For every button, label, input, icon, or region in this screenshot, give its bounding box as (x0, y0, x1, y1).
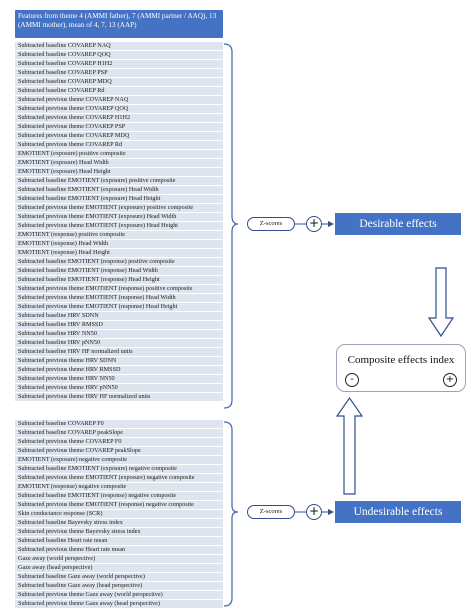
desirable-feature-item: Subtracted baseline HRV SDNN (15, 312, 223, 321)
undesirable-feature-item: Subtracted previous theme COVAREP peakSl… (15, 447, 223, 456)
undesirable-feature-item: Skin conductance response (SCR) (15, 510, 223, 519)
undesirable-effects-box: Undesirable effects (335, 501, 461, 523)
desirable-feature-item: Subtracted previous theme HRV RMSSD (15, 366, 223, 375)
down-arrow (427, 267, 455, 338)
desirable-feature-item: EMOTIENT (response) Head Width (15, 240, 223, 249)
desirable-feature-item: Subtracted previous theme COVAREP QOQ (15, 105, 223, 114)
desirable-feature-item: Subtracted baseline HRV NN50 (15, 330, 223, 339)
desirable-feature-item: EMOTIENT (response) Head Height (15, 249, 223, 258)
desirable-feature-item: Subtracted previous theme EMOTIENT (expo… (15, 213, 223, 222)
desirable-feature-item: Subtracted baseline EMOTIENT (response) … (15, 258, 223, 267)
desirable-feature-item: Subtracted previous theme COVAREP NAQ (15, 96, 223, 105)
desirable-feature-item: Subtracted baseline COVAREP MDQ (15, 78, 223, 87)
undesirable-feature-item: Subtracted baseline COVAREP F0 (15, 420, 223, 429)
zscores-undesirable-label: Z-scores (247, 505, 295, 519)
desirable-feature-item: Subtracted baseline HRV HF normalized un… (15, 348, 223, 357)
undesirable-feature-item: Gaze away (world perspective) (15, 555, 223, 564)
composite-effects-index-box: Composite effects index - + (336, 344, 466, 392)
desirable-feature-item: Subtracted baseline EMOTIENT (response) … (15, 276, 223, 285)
desirable-feature-item: Subtracted previous theme HRV HF normali… (15, 393, 223, 402)
zscores-desirable-label: Z-scores (247, 217, 295, 231)
undesirable-feature-item: EMOTIENT (exposure) negative composite (15, 456, 223, 465)
desirable-feature-item: Subtracted previous theme EMOTIENT (expo… (15, 204, 223, 213)
desirable-feature-item: Subtracted previous theme EMOTIENT (resp… (15, 294, 223, 303)
undesirable-feature-item: EMOTIENT (response) negative composite (15, 483, 223, 492)
undesirable-feature-item: Subtracted previous theme Bayevsky stres… (15, 528, 223, 537)
up-arrow (335, 396, 364, 495)
plus-icon-desirable: + (306, 216, 322, 232)
undesirable-feature-item: Subtracted baseline Gaze away (world per… (15, 573, 223, 582)
desirable-feature-item: Subtracted previous theme HRV SDNN (15, 357, 223, 366)
desirable-feature-item: Subtracted baseline EMOTIENT (response) … (15, 267, 223, 276)
undesirable-feature-item: Subtracted baseline EMOTIENT (exposure) … (15, 465, 223, 474)
minus-icon: - (345, 373, 359, 387)
desirable-feature-item: Subtracted baseline EMOTIENT (exposure) … (15, 177, 223, 186)
desirable-feature-item: Subtracted baseline COVAREP PSP (15, 69, 223, 78)
undesirable-feature-item: Subtracted baseline Gaze away (head pers… (15, 582, 223, 591)
desirable-feature-item: Subtracted baseline HRV pNN50 (15, 339, 223, 348)
desirable-feature-item: EMOTIENT (exposure) positive composite (15, 150, 223, 159)
desirable-feature-item: Subtracted previous theme EMOTIENT (expo… (15, 222, 223, 231)
undesirable-feature-item: Subtracted baseline COVAREP peakSlope (15, 429, 223, 438)
desirable-feature-item: Subtracted previous theme COVAREP PSP (15, 123, 223, 132)
header-text: Features from theme 4 (AMMI father), 7 (… (18, 12, 217, 29)
undesirable-feature-item: Subtracted previous theme Gaze away (wor… (15, 591, 223, 600)
desirable-feature-item: Subtracted previous theme HRV pNN50 (15, 384, 223, 393)
desirable-brace (223, 43, 239, 409)
header-box: Features from theme 4 (AMMI father), 7 (… (15, 10, 223, 38)
undesirable-feature-item: Subtracted previous theme EMOTIENT (expo… (15, 474, 223, 483)
desirable-effects-box: Desirable effects (335, 213, 461, 235)
desirable-feature-item: Subtracted baseline COVAREP QOQ (15, 51, 223, 60)
undesirable-feature-item: Gaze away (head perspective) (15, 564, 223, 573)
desirable-feature-item: Subtracted baseline COVAREP NAQ (15, 42, 223, 51)
undesirable-brace (223, 421, 239, 607)
desirable-feature-item: Subtracted baseline HRV RMSSD (15, 321, 223, 330)
undesirable-feature-item: Subtracted baseline Bayevsky stress inde… (15, 519, 223, 528)
desirable-feature-item: Subtracted previous theme EMOTIENT (resp… (15, 303, 223, 312)
desirable-feature-item: EMOTIENT (response) positive composite (15, 231, 223, 240)
undesirable-feature-item: Subtracted previous theme Heart rate mea… (15, 546, 223, 555)
undesirable-feature-item: Subtracted baseline EMOTIENT (response) … (15, 492, 223, 501)
desirable-feature-item: Subtracted baseline EMOTIENT (exposure) … (15, 186, 223, 195)
desirable-feature-item: EMOTIENT (exposure) Head Width (15, 159, 223, 168)
desirable-feature-item: Subtracted previous theme COVAREP H1H2 (15, 114, 223, 123)
undesirable-feature-item: Subtracted baseline Heart rate mean (15, 537, 223, 546)
undesirable-feature-item: Subtracted previous theme EMOTIENT (resp… (15, 501, 223, 510)
desirable-feature-item: Subtracted baseline EMOTIENT (exposure) … (15, 195, 223, 204)
desirable-feature-item: Subtracted previous theme COVAREP MDQ (15, 132, 223, 141)
desirable-feature-item: Subtracted baseline COVAREP H1H2 (15, 60, 223, 69)
composite-title: Composite effects index (347, 354, 455, 366)
plus-icon-undesirable: + (306, 504, 322, 520)
desirable-feature-item: EMOTIENT (exposure) Head Height (15, 168, 223, 177)
desirable-feature-item: Subtracted previous theme COVAREP Rd (15, 141, 223, 150)
desirable-feature-item: Subtracted previous theme HRV NN50 (15, 375, 223, 384)
desirable-feature-item: Subtracted baseline COVAREP Rd (15, 87, 223, 96)
desirable-feature-item: Subtracted previous theme EMOTIENT (resp… (15, 285, 223, 294)
undesirable-feature-item: Subtracted previous theme COVAREP F0 (15, 438, 223, 447)
plus-icon-composite: + (443, 373, 457, 387)
undesirable-feature-item: Subtracted previous theme Gaze away (hea… (15, 600, 223, 609)
